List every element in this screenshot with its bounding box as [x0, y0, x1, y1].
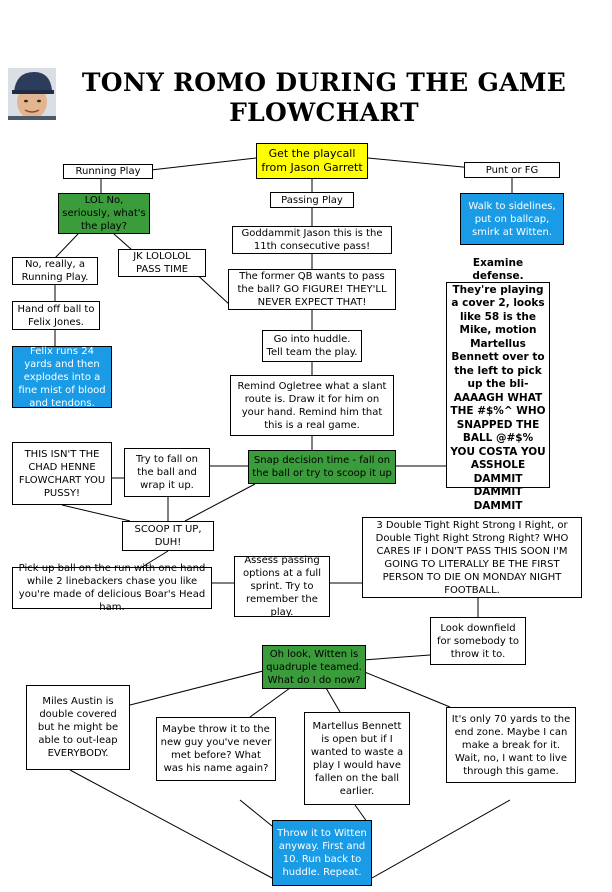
node-punt-or-fg: Punt or FG — [464, 162, 560, 178]
node-fall-on-ball: Try to fall on the ball and wrap it up. — [124, 448, 210, 497]
node-passing-play: Passing Play — [270, 192, 354, 208]
node-assess-passing: Assess passing options at a full sprint.… — [234, 555, 330, 618]
node-throw-to-witten: Throw it to Witten anyway. First and 10.… — [272, 820, 372, 886]
node-jk-pass-time: JK LOLOLOL PASS TIME — [118, 249, 206, 277]
node-not-chad-henne: THIS ISN'T THE CHAD HENNE FLOWCHART YOU … — [12, 442, 112, 505]
node-examine-defense: Examine defense. They're playing a cover… — [446, 257, 550, 512]
node-go-into-huddle: Go into huddle. Tell team the play. — [262, 330, 362, 362]
tony-romo-photo — [8, 68, 56, 120]
node-former-qb: The former QB wants to pass the ball? GO… — [228, 269, 396, 310]
node-remind-ogletree: Remind Ogletree what a slant route is. D… — [230, 375, 394, 436]
node-no-really-running: No, really, a Running Play. — [12, 257, 98, 285]
node-double-tight-right: 3 Double Tight Right Strong I Right, or … — [362, 517, 582, 598]
page-title: TONY ROMO DURING THE GAME FLOWCHART — [81, 68, 567, 127]
node-look-downfield: Look downfield for somebody to throw it … — [430, 617, 526, 665]
node-running-play: Running Play — [63, 164, 153, 179]
node-felix-runs: Felix runs 24 yards and then explodes in… — [12, 346, 112, 409]
node-get-playcall: Get the playcall from Jason Garrett — [256, 143, 368, 179]
node-miles-austin: Miles Austin is double covered but he mi… — [26, 685, 130, 770]
node-seventy-yards: It's only 70 yards to the end zone. Mayb… — [446, 707, 576, 783]
node-pick-up-ball: Pick up ball on the run with one hand wh… — [12, 563, 212, 613]
node-scoop-it-up: SCOOP IT UP, DUH! — [122, 521, 214, 551]
node-new-guy: Maybe throw it to the new guy you've nev… — [156, 717, 276, 781]
node-martellus-open: Martellus Bennett is open but if I wante… — [304, 712, 410, 805]
node-goddammit-jason: Goddammit Jason this is the 11th consecu… — [232, 226, 392, 254]
node-hand-off-felix: Hand off ball to Felix Jones. — [12, 301, 100, 330]
node-snap-decision: Snap decision time - fall on the ball or… — [248, 450, 396, 484]
node-lol-no: LOL No, seriously, what's the play? — [58, 193, 150, 234]
node-witten-quadruple-teamed: Oh look, Witten is quadruple teamed. Wha… — [262, 645, 366, 689]
node-walk-to-sidelines: Walk to sidelines, put on ballcap, smirk… — [460, 193, 564, 245]
